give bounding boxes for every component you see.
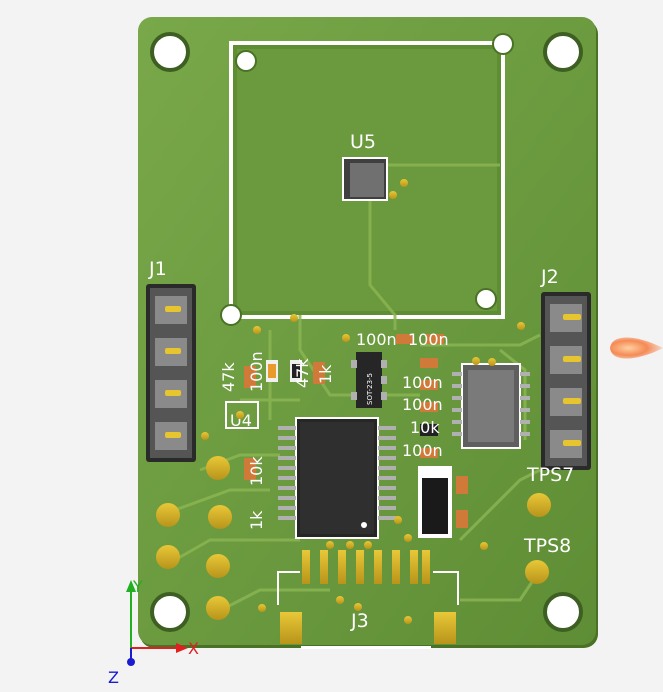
r-1k-b-label: 1k [247, 510, 266, 530]
test-pads-left[interactable] [156, 456, 232, 620]
c-100n-d-label: 100n [402, 373, 443, 392]
u4-chip[interactable] [225, 401, 259, 429]
c-100n-c-label: 100n [408, 330, 449, 349]
axis-z-label: Z [108, 668, 119, 687]
r-1k-a-label: 1k [316, 364, 335, 384]
r-10k-b-label: 10k [247, 456, 266, 486]
sot-marking: SOT-23-5 [366, 373, 374, 405]
axis-y-label: Y [132, 577, 143, 596]
c-100n-b-label: 100n [356, 330, 397, 349]
vias [201, 314, 525, 624]
tps8-label: TPS8 [523, 535, 571, 557]
j2-header[interactable] [541, 292, 591, 470]
c-100n-e-label: 100n [402, 395, 443, 414]
u5-label: U5 [350, 131, 376, 153]
passive-components[interactable] [244, 334, 468, 528]
r-47k-b-label: 47k [293, 358, 312, 388]
sot23-regulator[interactable]: SOT-23-5 [351, 352, 387, 408]
position-marker [610, 337, 663, 359]
j3-connector[interactable] [277, 550, 459, 649]
u4-label: U4 [230, 411, 252, 430]
j2-label: J2 [540, 266, 559, 288]
c-100n-a-label: 100n [247, 351, 266, 392]
j1-header[interactable] [146, 284, 196, 462]
u5-chip[interactable] [342, 157, 408, 201]
c-100n-f-label: 100n [402, 441, 443, 460]
main-ic[interactable] [278, 417, 396, 539]
axis-gizmo [126, 580, 188, 666]
tps7-pad[interactable] [527, 493, 551, 517]
tps8-pad[interactable] [525, 560, 549, 584]
j1-label: J1 [148, 258, 167, 280]
r-47k-a-label: 47k [219, 362, 238, 392]
tps7-label: TPS7 [526, 464, 574, 486]
j3-label: J3 [350, 610, 369, 632]
r-10k-label: 10k [410, 418, 440, 437]
axis-x-label: X [188, 639, 199, 658]
tantalum-capacitor[interactable] [418, 466, 452, 538]
mounting-holes [150, 32, 583, 632]
side-module[interactable] [452, 363, 530, 449]
